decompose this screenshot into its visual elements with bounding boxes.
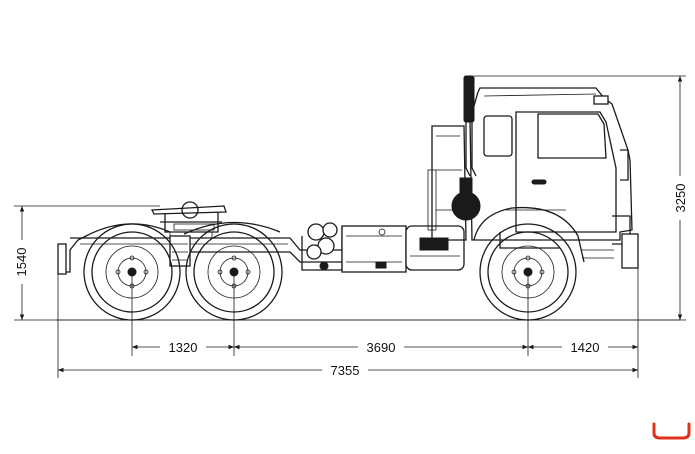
front-fender	[473, 206, 585, 263]
intake-tower	[427, 125, 467, 241]
air-tanks	[301, 222, 343, 271]
dim-7355-label: 7355	[331, 363, 360, 378]
dim-3690-label: 3690	[367, 340, 396, 355]
battery-box	[341, 225, 407, 273]
rear-fender-2	[183, 221, 281, 235]
brand-mark-icon	[652, 422, 691, 440]
fuel-tank	[405, 225, 465, 271]
truck-outline	[55, 75, 680, 321]
rear-fender-1	[85, 223, 171, 237]
exhaust-stack	[463, 75, 477, 177]
dim-1540-label: 1540	[14, 248, 29, 277]
dim-1320-label: 1320	[169, 340, 198, 355]
cab	[469, 87, 639, 269]
fifth-wheel-coupling	[150, 201, 227, 238]
dim-1420-label: 1420	[571, 340, 600, 355]
dim-3250-label: 3250	[673, 184, 688, 213]
